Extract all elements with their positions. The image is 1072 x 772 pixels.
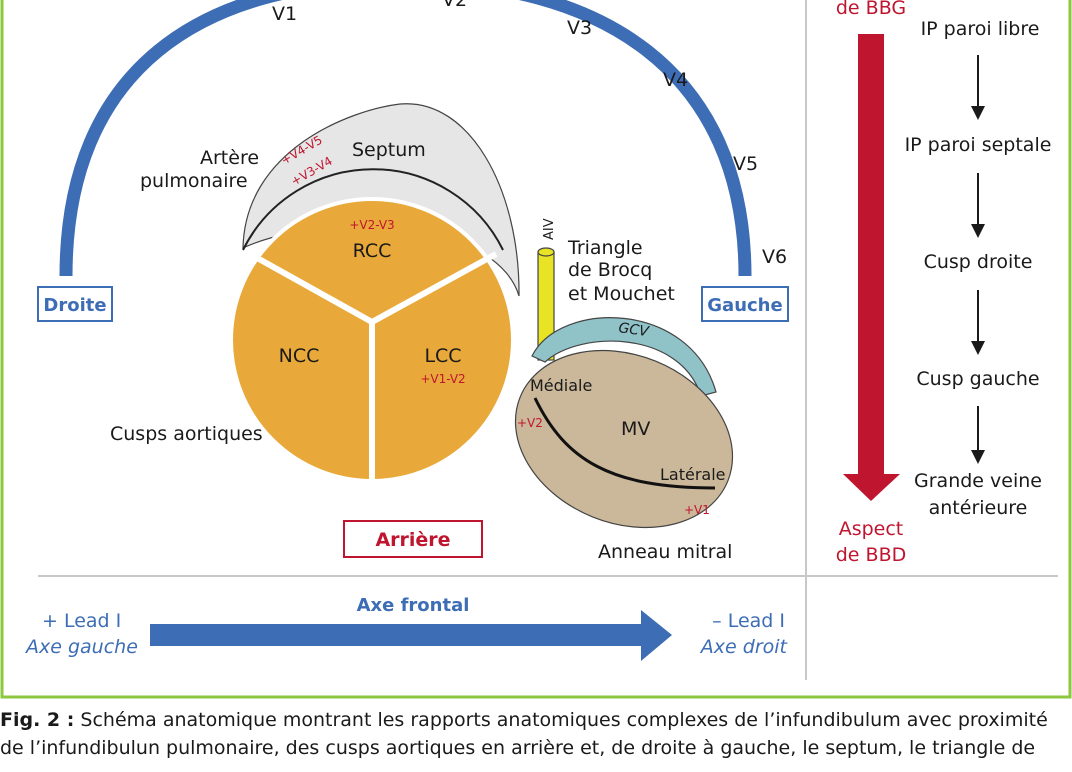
lcc-label: LCC xyxy=(424,345,461,367)
anatomy-diagram: V1 V2 V3 V4 V5 V6 Droite Gauche Septum +… xyxy=(0,0,1072,699)
medial-lead: +V2 xyxy=(517,416,543,430)
triangle-label-3: et Mouchet xyxy=(568,283,675,305)
gcv-band xyxy=(531,317,717,397)
gcv-label: GCV xyxy=(617,320,651,340)
left-side-label: Gauche xyxy=(707,295,782,316)
medial-label: Médiale xyxy=(530,376,592,395)
triangle-label-1: Triangle xyxy=(567,237,643,259)
flow-bottom-label-1: Aspect xyxy=(839,518,904,540)
lead-v2-label: V2 xyxy=(442,0,467,11)
caption-label: Fig. 2 : xyxy=(0,709,75,731)
flow-top-label: de BBG xyxy=(836,0,906,19)
right-side-box xyxy=(37,286,113,322)
right-side-label: Droite xyxy=(43,295,106,316)
flow-step-4: Cusp gauche xyxy=(916,368,1039,390)
frontal-axis-arrow-shaft xyxy=(150,624,644,646)
lead-v3-label: V3 xyxy=(567,17,592,39)
precordial-arc xyxy=(59,0,752,277)
lead-v6-label: V6 xyxy=(762,246,787,268)
aortic-root-outline xyxy=(242,168,504,251)
lateral-lead: +V1 xyxy=(684,503,710,517)
mitral-commissure-line xyxy=(533,397,716,490)
lead-v4-label: V4 xyxy=(663,69,688,91)
rcc-label: RCC xyxy=(353,240,392,262)
figure-caption: Fig. 2 : Schéma anatomique montrant les … xyxy=(0,706,1072,772)
aiv-vessel-top xyxy=(537,247,555,257)
axis-left-lead: + Lead I xyxy=(42,610,121,632)
lcc-lead: +V1-V2 xyxy=(420,372,465,386)
lateral-label: Latérale xyxy=(660,465,726,484)
cusps-label: Cusps aortiques xyxy=(110,423,263,445)
lead-v1-label: V1 xyxy=(272,3,297,25)
caption-text-1: Schéma anatomique montrant les rapports … xyxy=(74,709,1048,731)
frontal-axis-arrowhead xyxy=(641,610,672,661)
mv-label: MV xyxy=(621,418,650,440)
lead-v5-label: V5 xyxy=(733,153,758,175)
figure-frame xyxy=(0,0,1072,699)
flow-step-1: IP paroi libre xyxy=(921,18,1040,40)
back-side-box xyxy=(343,520,483,558)
mitral-ring-label: Anneau mitral xyxy=(598,541,732,563)
flow-step-5b: antérieure xyxy=(929,497,1028,519)
axis-left-label: Axe gauche xyxy=(24,636,138,658)
pulmonary-artery-label-1: Artère xyxy=(200,147,259,169)
back-side-label: Arrière xyxy=(375,529,450,551)
septum-label: Septum xyxy=(352,139,426,161)
ncc-label: NCC xyxy=(279,345,320,367)
mitral-valve xyxy=(514,349,734,529)
flow-step-arrows xyxy=(971,55,985,464)
flow-step-5a: Grande veine xyxy=(914,470,1042,492)
cusp-divider-right xyxy=(370,251,498,325)
triangle-label-2: de Brocq xyxy=(568,259,652,281)
flow-step-2: IP paroi septale xyxy=(905,134,1052,156)
axis-title: Axe frontal xyxy=(357,595,470,616)
cusp-divider-left xyxy=(248,251,374,325)
axis-right-lead: – Lead I xyxy=(712,610,785,632)
bbg-to-bbd-arrow-shaft xyxy=(858,34,884,476)
left-side-box xyxy=(701,286,789,322)
aiv-label: AIV xyxy=(542,218,557,240)
caption-line-2: de l’infundibulun pulmonaire, des cusps … xyxy=(0,737,1036,759)
caption-line-1: Fig. 2 : Schéma anatomique montrant les … xyxy=(0,706,1072,734)
flow-bottom-label-2: de BBD xyxy=(836,544,907,566)
axis-right-label: Axe droit xyxy=(699,636,789,658)
rcc-lead: +V2-V3 xyxy=(349,218,394,232)
flow-step-3: Cusp droite xyxy=(924,251,1033,273)
pulmonary-artery-label-2: pulmonaire xyxy=(140,170,248,192)
bbg-to-bbd-arrowhead xyxy=(843,474,900,501)
